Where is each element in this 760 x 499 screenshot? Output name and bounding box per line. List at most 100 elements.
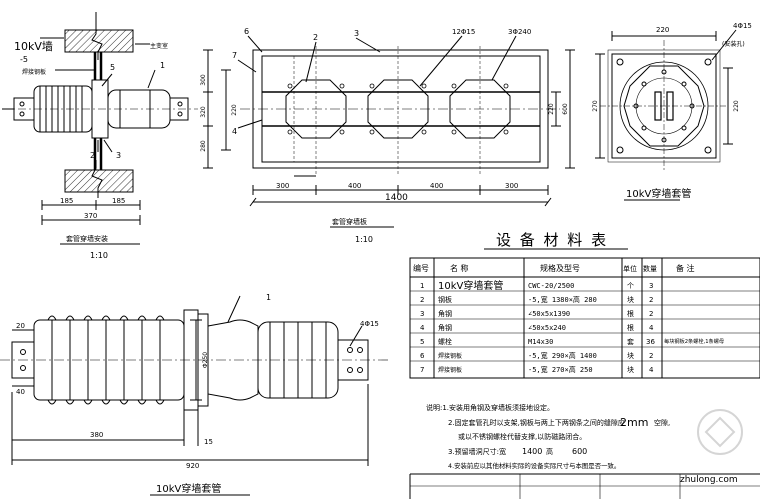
cell-name: 焊接钢板 [438, 352, 462, 360]
note-2c: 空隙, [654, 418, 670, 427]
dim-v2: 320 [200, 106, 207, 118]
header-unit: 单位 [623, 264, 637, 273]
notes-block: 说明:1.安装用角钢及穿墙板须接地设定。 2.固定套管孔时以支架,钢板与两上下两… [426, 403, 670, 470]
label-6-plan: 6 [244, 27, 249, 36]
scale-left: 1:10 [90, 251, 108, 260]
cell-qty: 2 [649, 296, 653, 304]
note-1: 说明:1.安装用角钢及穿墙板须接地设定。 [426, 403, 554, 412]
hole-note-right-2: (安装孔) [722, 40, 745, 48]
table-row: 6 焊接钢板 -5,宽 290×高 1400 块 2 [420, 351, 653, 360]
cell-note: 每块钢板2条螺栓,1条螺母 [664, 337, 724, 345]
cell-qty: 2 [649, 352, 653, 360]
note-2b: 2mm [620, 416, 648, 429]
table-row: 1 10kV穿墙套管 CWC-20/2500 个 3 [420, 279, 653, 292]
label-1-left: 1 [160, 61, 165, 70]
header-note: 备 注 [676, 263, 695, 273]
caption-left: 套管穿墙安装 [66, 234, 108, 243]
header-qty: 数量 [643, 264, 657, 273]
annot-welded-plate: 焊接钢板 [22, 68, 46, 76]
table-row: 2 钢板 -5,宽 1380×高 280 块 2 [420, 295, 653, 304]
cell-unit: 块 [627, 365, 634, 374]
voltage-label-left: 10kV墙 [14, 39, 53, 53]
cell-name: 钢板 [438, 295, 452, 304]
dim-h-820: 220 [231, 104, 238, 116]
watermark-logo [697, 409, 743, 455]
label-2-plan: 2 [313, 33, 318, 42]
label-4-plan: 4 [232, 127, 237, 136]
note-4: 4.安装前应以其他材料实际的设备实际尺寸与本图是否一致。 [448, 461, 620, 470]
label-1-bottom: 1 [266, 293, 271, 302]
cell-spec: M14x30 [528, 338, 553, 346]
cell-unit: 个 [627, 282, 634, 290]
dim-dia: Φ250 [202, 352, 209, 368]
dim-920: 920 [186, 462, 199, 470]
dim-v3: 280 [200, 140, 207, 152]
cell-unit: 根 [627, 309, 634, 318]
wall-bottom [64, 169, 134, 193]
note-3a: 3.预留墙洞尺寸:宽 [448, 447, 506, 456]
cell-spec: CWC-20/2500 [528, 282, 574, 290]
dim-total: 1400 [385, 193, 408, 203]
cell-no: 7 [420, 366, 424, 374]
dim-40: 40 [16, 388, 25, 396]
cell-qty: 2 [649, 310, 653, 318]
cell-qty: 4 [649, 366, 654, 374]
header-spec: 规格及型号 [540, 263, 580, 273]
dim-right-600: 600 [562, 103, 569, 115]
dim-v1: 300 [200, 74, 207, 86]
cell-no: 4 [420, 324, 425, 332]
note-3c: 高 [546, 447, 553, 456]
note-2a: 2.固定套管孔时以支架,钢板与两上下两钢条之间的缝隙应 [448, 418, 625, 427]
note-3d: 600 [572, 447, 587, 456]
hole-note-right: 4Φ15 [733, 22, 752, 30]
dim-b2: 400 [348, 182, 361, 190]
cell-name: 角钢 [438, 309, 452, 318]
cell-no: 5 [420, 338, 424, 346]
cell-no: 2 [420, 296, 424, 304]
dim-inner-right: 220 [733, 100, 740, 112]
cell-no: 3 [420, 310, 424, 318]
cell-no: 6 [420, 352, 425, 360]
cell-unit: 根 [627, 323, 634, 332]
cell-spec: -5,宽 290×高 1400 [528, 351, 597, 360]
dim-185a: 185 [60, 197, 73, 205]
table-row: 4 角钢 ∠50x5x240 根 4 [420, 323, 654, 332]
dim-right-220: 220 [548, 103, 555, 115]
dim-20: 20 [16, 322, 25, 330]
scale-plan: 1:10 [355, 235, 373, 244]
cell-qty: 36 [646, 338, 655, 346]
table-row: 5 螺栓 M14x30 套 36 每块钢板2条螺栓,1条螺母 [420, 337, 724, 346]
hole-note-bottom: 4Φ15 [360, 320, 379, 328]
dim-185b: 185 [112, 197, 125, 205]
cell-spec: ∠50x5x240 [528, 324, 566, 332]
caption-plan: 套管穿墙板 [332, 217, 367, 226]
material-table [409, 248, 760, 379]
dim-15: 15 [204, 438, 213, 446]
annot-main-room: 主变室 [150, 42, 168, 50]
watermark-text: zhulong.com [680, 475, 738, 485]
label-5-left: 5 [110, 63, 115, 72]
label-7-plan: 7 [232, 51, 237, 60]
cell-name: 角钢 [438, 323, 452, 332]
bushing-hole-2 [367, 79, 429, 139]
table-row: 3 角钢 ∠50x5x1390 根 2 [420, 309, 653, 318]
wall-section-view [2, 12, 198, 245]
caption-bottom: 10kV穿墙套管 [156, 482, 221, 495]
cell-name: 10kV穿墙套管 [438, 279, 503, 292]
ring-note-plan: 3Φ240 [508, 28, 531, 36]
dim-b4: 300 [505, 182, 518, 190]
bushing-hole-1 [285, 79, 347, 139]
cell-spec: ∠50x5x1390 [528, 310, 570, 318]
flange-octagon [623, 65, 705, 147]
hole-note-plan: 12Φ15 [452, 28, 475, 36]
table-row: 7 焊接钢板 -5,宽 270×高 250 块 4 [420, 365, 654, 374]
cell-unit: 块 [627, 295, 634, 304]
cell-no: 1 [420, 282, 424, 290]
dim-left-right: 270 [592, 100, 599, 112]
label-3-left: 3 [116, 151, 121, 160]
cell-name: 螺栓 [438, 337, 452, 346]
dim-top-right: 220 [656, 26, 669, 34]
label-3-plan: 3 [354, 29, 359, 38]
label-minus5: -5 [20, 55, 28, 64]
